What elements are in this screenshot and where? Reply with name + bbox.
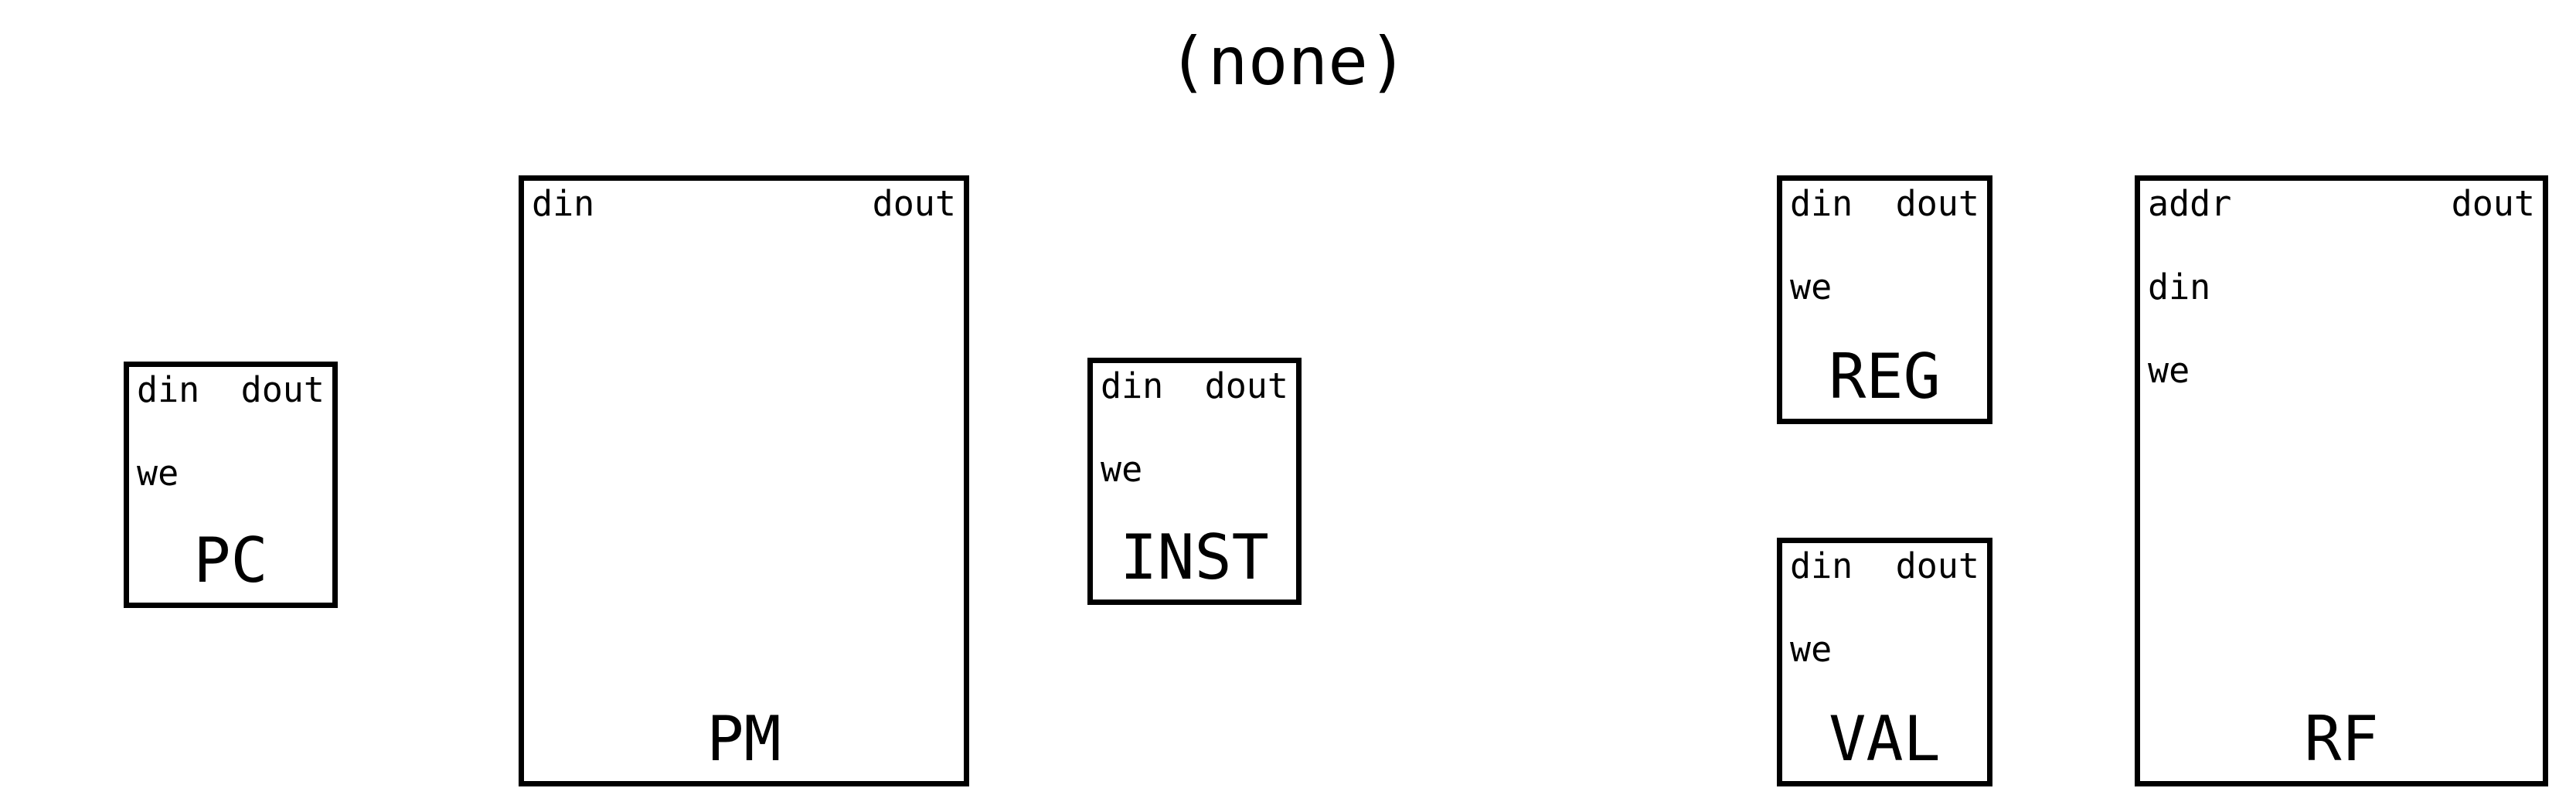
val-block: din dout we VAL <box>1777 538 1992 786</box>
rf-block: addr dout din we RF <box>2135 175 2548 786</box>
reg-din-port: din <box>1790 183 1853 224</box>
rf-label: RF <box>2304 703 2379 775</box>
reg-dout-port: dout <box>1895 183 1979 224</box>
diagram-title: (none) <box>1168 23 1408 100</box>
reg-we-port: we <box>1790 267 1832 307</box>
pm-label: PM <box>706 703 781 775</box>
inst-dout-port: dout <box>1204 365 1288 406</box>
rf-addr-port: addr <box>2148 183 2232 224</box>
rf-din-port: din <box>2148 267 2211 307</box>
inst-block: din dout we INST <box>1087 358 1302 605</box>
pm-dout-port: dout <box>872 183 956 224</box>
pc-block: din dout we PC <box>124 362 338 608</box>
rf-dout-port: dout <box>2451 183 2535 224</box>
pc-dout-port: dout <box>240 369 325 410</box>
val-label: VAL <box>1829 703 1941 775</box>
inst-din-port: din <box>1101 365 1164 406</box>
reg-label: REG <box>1829 341 1941 413</box>
val-din-port: din <box>1790 545 1853 586</box>
inst-we-port: we <box>1101 449 1143 490</box>
pm-din-port: din <box>532 183 595 224</box>
pc-din-port: din <box>137 369 200 410</box>
pc-label: PC <box>193 525 268 596</box>
val-we-port: we <box>1790 629 1832 670</box>
reg-block: din dout we REG <box>1777 175 1992 424</box>
pm-block: din dout PM <box>519 175 969 786</box>
rf-we-port: we <box>2148 350 2190 391</box>
val-dout-port: dout <box>1895 545 1979 586</box>
pc-we-port: we <box>137 453 179 494</box>
inst-label: INST <box>1120 521 1269 593</box>
